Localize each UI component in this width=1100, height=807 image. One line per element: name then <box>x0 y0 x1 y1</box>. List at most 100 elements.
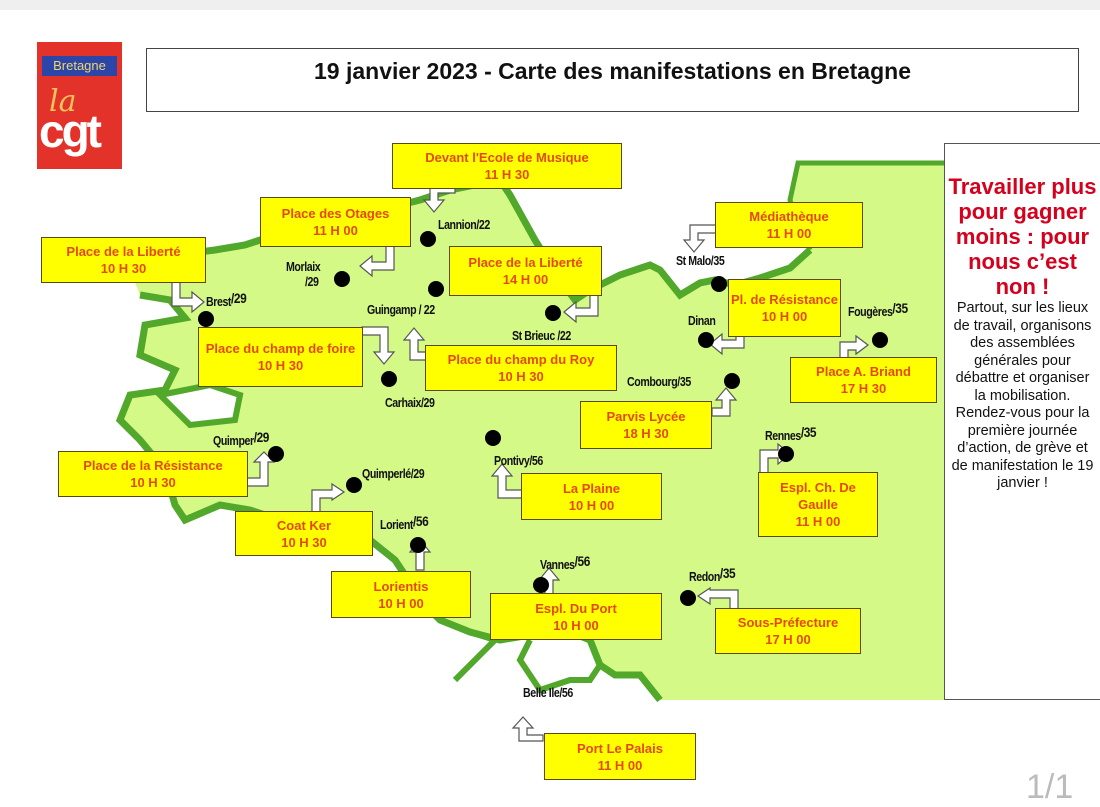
city-label-redon: Redon/35 <box>689 565 736 584</box>
city-label-st-malo: St Malo/35 <box>676 254 725 268</box>
event-place: Sous-Préfecture <box>737 615 839 630</box>
city-label-fougeres: Fougères/35 <box>848 300 908 319</box>
city-label-belle-ile: Belle Ile/56 <box>523 686 573 700</box>
event-place: Devant l'Ecole de Musique <box>425 150 589 165</box>
event-place: Place de la Résistance <box>83 458 223 473</box>
city-dot-lannion <box>420 231 436 247</box>
event-place: Place des Otages <box>281 206 390 221</box>
event-time: 11 H 00 <box>766 226 812 241</box>
event-box-belle-ile: Port Le Palais 11 H 00 <box>544 733 696 780</box>
viewer-top-bar <box>0 0 1100 10</box>
city-label-morlaix: Morlaix <box>286 260 321 274</box>
event-box-lorient: Lorientis 10 H 00 <box>331 571 471 618</box>
cgt-bretagne-logo: Bretagne la cgt <box>37 42 122 169</box>
city-dot-carhaix <box>381 371 397 387</box>
city-label-guingamp: Guingamp / 22 <box>367 303 435 317</box>
event-time: 17 H 30 <box>840 381 887 396</box>
event-time: 14 H 00 <box>502 272 549 287</box>
event-box-redon: Sous-Préfecture 17 H 00 <box>715 608 861 654</box>
event-place: La Plaine <box>562 480 621 496</box>
city-dot-dinan <box>698 332 714 348</box>
city-dot-vannes <box>533 577 549 593</box>
city-label-quimperle: Quimperlé/29 <box>362 467 425 481</box>
city-dot-pontivy <box>485 430 501 446</box>
city-dot-st-brieuc <box>545 305 561 321</box>
city-dot-quimper <box>268 446 284 462</box>
page-title: 19 janvier 2023 - Carte des manifestatio… <box>146 48 1079 112</box>
event-place: Place A. Briand <box>816 364 911 379</box>
city-label-lannion: Lannion/22 <box>438 218 490 232</box>
event-place: Coat Ker <box>276 517 332 533</box>
city-dot-morlaix <box>334 271 350 287</box>
event-box-combourg: Parvis Lycée 18 H 30 <box>580 401 712 449</box>
logo-region-label: Bretagne <box>42 56 117 76</box>
event-time: 18 H 30 <box>623 426 669 441</box>
city-dot-lorient <box>410 537 426 553</box>
event-place: Lorientis <box>373 578 429 594</box>
event-box-fougeres: Place A. Briand 17 H 30 <box>790 357 937 403</box>
message-body: Partout, sur les lieux de travail, organ… <box>951 300 1094 491</box>
city-label-vannes: Vannes/56 <box>540 553 590 572</box>
event-place: Place du champ du Roy <box>447 352 595 367</box>
event-time: 17 H 00 <box>765 632 811 647</box>
city-dot-rennes <box>778 446 794 462</box>
event-time: 11 H 00 <box>313 223 358 238</box>
event-box-rennes: Espl. Ch. De Gaulle 11 H 00 <box>758 472 878 537</box>
city-dot-redon <box>680 590 696 606</box>
city-label-combourg: Combourg/35 <box>627 375 691 389</box>
city-label-st-brieuc: St Brieuc /22 <box>512 329 571 343</box>
event-box-st-brieuc: Place de la Liberté 14 H 00 <box>449 246 602 296</box>
city-dot-fougeres <box>872 332 888 348</box>
city-label-carhaix: Carhaix/29 <box>385 396 435 410</box>
event-box-morlaix: Place des Otages 11 H 00 <box>260 197 411 247</box>
city-dot-combourg <box>724 373 740 389</box>
city-label-rennes: Rennes/35 <box>765 424 817 443</box>
event-time: 10 H 00 <box>553 617 599 633</box>
event-box-guingamp: Place du champ du Roy 10 H 30 <box>425 345 617 391</box>
event-time: 10 H 30 <box>498 369 544 384</box>
event-time: 10 H 30 <box>257 358 304 373</box>
event-box-pontivy: La Plaine 10 H 00 <box>521 473 662 520</box>
event-place: Place de la Liberté <box>66 244 181 259</box>
city-label-pontivy: Pontivy/56 <box>494 454 543 468</box>
event-time: 10 H 30 <box>130 475 176 490</box>
city-dot-quimperle <box>346 477 362 493</box>
event-place: Espl. Ch. De Gaulle <box>780 480 856 512</box>
logo-cgt-text: cgt <box>39 105 102 157</box>
event-box-lannion: Devant l'Ecole de Musique 11 H 30 <box>392 143 622 189</box>
event-place: Espl. Du Port <box>535 600 617 616</box>
event-place: Pl. de Résistance <box>731 292 838 307</box>
event-time: 11 H 30 <box>484 167 530 182</box>
event-place: Médiathèque <box>749 209 829 224</box>
event-box-dinan: Pl. de Résistance 10 H 00 <box>728 279 841 337</box>
city-label-quimper: Quimper/29 <box>213 429 269 448</box>
logo-la-text: la <box>49 84 77 119</box>
city-dot-guingamp <box>428 281 444 297</box>
city-dot-st-malo <box>711 276 727 292</box>
event-box-quimper: Place de la Résistance 10 H 30 <box>58 451 248 497</box>
message-headline: Travailler plus pour gagner moins : pour… <box>948 174 1097 299</box>
event-box-st-malo: Médiathèque 11 H 00 <box>715 202 863 248</box>
event-time: 10 H 00 <box>761 309 808 324</box>
event-time: 10 H 00 <box>568 497 615 513</box>
city-label-dinan: Dinan <box>688 314 716 328</box>
event-time: 10 H 30 <box>100 261 147 276</box>
event-box-quimperle: Coat Ker 10 H 30 <box>235 511 373 556</box>
event-time: 11 H 00 <box>597 757 643 773</box>
event-place: Port Le Palais <box>577 740 663 756</box>
city-label-brest: Brest/29 <box>206 290 247 309</box>
message-panel: Travailler plus pour gagner moins : pour… <box>944 143 1100 700</box>
event-place: Parvis Lycée <box>606 409 686 424</box>
event-place: Place de la Liberté <box>468 255 583 270</box>
event-box-vannes: Espl. Du Port 10 H 00 <box>490 593 662 640</box>
event-box-brest: Place de la Liberté 10 H 30 <box>41 237 206 283</box>
event-box-carhaix: Place du champ de foire 10 H 30 <box>198 327 363 387</box>
event-time: 10 H 30 <box>281 534 327 550</box>
city-label-lorient: Lorient/56 <box>380 513 429 532</box>
page-indicator: 1/1 <box>1026 768 1074 806</box>
event-place: Place du champ de foire <box>205 341 356 356</box>
event-time: 10 H 00 <box>378 595 424 611</box>
city-dot-brest <box>198 311 214 327</box>
city-label-morlaix-dept: /29 <box>305 275 319 289</box>
event-time: 11 H 00 <box>795 514 841 529</box>
